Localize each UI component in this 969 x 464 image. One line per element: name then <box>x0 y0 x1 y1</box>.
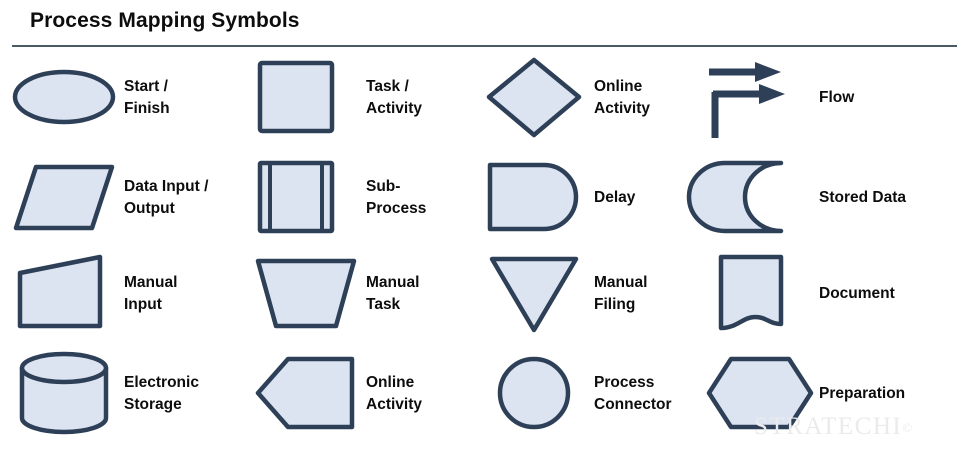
label-line: Preparation <box>819 384 906 402</box>
label-line: Delay <box>594 188 636 206</box>
symbol-entry-start-finish: Start / Finish <box>0 50 242 145</box>
symbol-entry-delay: Delay <box>470 150 712 245</box>
trapezoid-icon <box>250 246 362 341</box>
parallelogram-icon <box>8 150 120 245</box>
manual-input-icon <box>8 246 120 341</box>
flow-arrows-icon <box>703 50 815 145</box>
label-line: Electronic <box>124 374 199 392</box>
watermark-text: STRATECHI <box>754 413 903 440</box>
stored-data-icon <box>686 150 815 245</box>
symbol-label-data-input-output: Data Input / Output <box>124 150 242 245</box>
symbol-entry-sub-process: Sub- Process <box>242 150 484 245</box>
label-line: Start / <box>124 78 168 96</box>
ellipse-icon <box>8 50 120 145</box>
label-line: Finish <box>124 99 170 117</box>
symbol-label-start-finish: Start / Finish <box>124 50 242 145</box>
label-line: Storage <box>124 395 182 413</box>
label-line: Activity <box>366 395 422 413</box>
symbol-label-document: Document <box>819 246 951 341</box>
diamond-icon <box>478 50 590 145</box>
arrow-left-icon <box>250 346 362 441</box>
label-line: Document <box>819 284 895 302</box>
symbol-entry-data-input-output: Data Input / Output <box>0 150 242 245</box>
symbol-entry-stored-data: Stored Data <box>686 150 937 245</box>
symbol-label-delay: Delay <box>594 150 712 245</box>
delay-icon <box>478 150 590 245</box>
symbol-entry-flow: Flow <box>695 50 937 145</box>
label-line: Manual <box>366 274 420 292</box>
sub-process-icon <box>250 150 362 245</box>
symbol-label-task-activity: Task / Activity <box>366 50 484 145</box>
triangle-down-icon <box>478 246 590 341</box>
circle-icon <box>478 346 590 441</box>
label-line: Output <box>124 199 175 217</box>
cylinder-icon <box>8 346 120 441</box>
label-line: Process <box>594 374 655 392</box>
symbol-entry-task-activity: Task / Activity <box>242 50 484 145</box>
label-line: Data Input / <box>124 178 209 196</box>
symbol-label-preparation: Preparation <box>819 346 951 441</box>
label-line: Online <box>366 374 415 392</box>
label-line: Manual <box>124 274 178 292</box>
title-divider <box>12 45 957 47</box>
label-line: Task / <box>366 78 409 96</box>
label-line: Filing <box>594 295 636 313</box>
label-line: Task <box>366 295 401 313</box>
label-line: Manual <box>594 274 648 292</box>
header: Process Mapping Symbols <box>0 0 969 48</box>
label-line: Stored Data <box>819 188 906 206</box>
symbol-label-sub-process: Sub- Process <box>366 150 484 245</box>
symbol-entry-preparation: Preparation <box>695 346 937 441</box>
watermark-copyright: © <box>902 420 913 435</box>
rectangle-icon <box>250 50 362 145</box>
label-line: Activity <box>594 99 650 117</box>
page-title: Process Mapping Symbols <box>30 9 300 32</box>
label-line: Process <box>366 199 427 217</box>
hexagon-icon <box>703 346 815 441</box>
watermark: STRATECHI© <box>754 413 912 441</box>
symbol-label-stored-data: Stored Data <box>819 150 951 245</box>
label-line: Online <box>594 78 643 96</box>
label-line: Input <box>124 295 162 313</box>
document-icon <box>703 246 815 341</box>
label-line: Activity <box>366 99 422 117</box>
symbol-entry-document: Document <box>695 246 937 341</box>
label-line: Connector <box>594 395 672 413</box>
symbol-label-flow: Flow <box>819 50 951 145</box>
label-line: Sub- <box>366 178 401 196</box>
label-line: Flow <box>819 88 855 106</box>
